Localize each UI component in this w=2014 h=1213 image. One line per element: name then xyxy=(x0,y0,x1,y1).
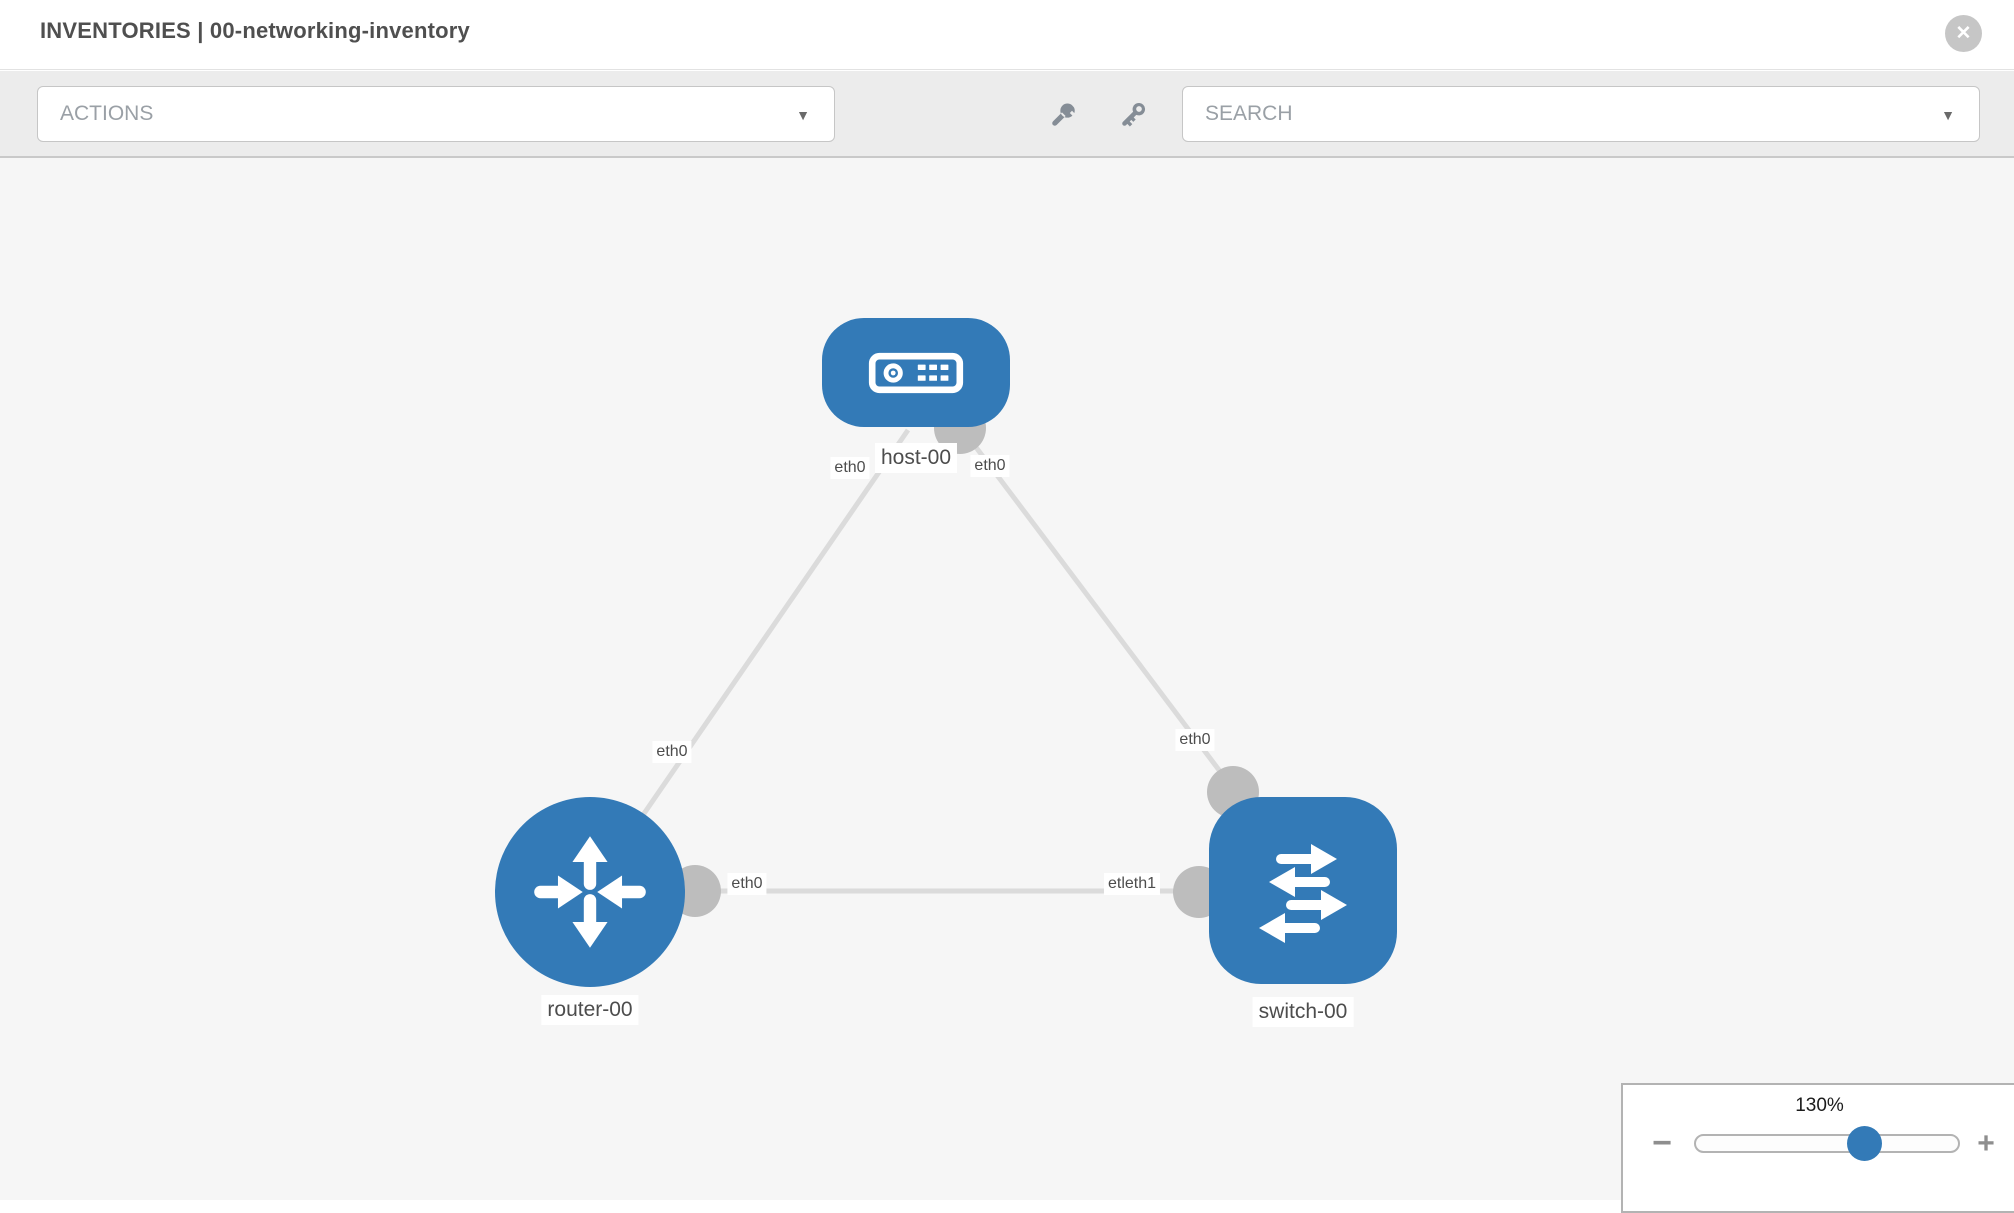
header: INVENTORIES | 00-networking-inventory ✕ xyxy=(0,0,2014,70)
search-dropdown[interactable]: SEARCH ▼ xyxy=(1182,86,1980,142)
minus-icon: − xyxy=(1652,1124,1672,1162)
credentials-button[interactable] xyxy=(1111,95,1155,135)
zoom-out-button[interactable]: − xyxy=(1645,1121,1679,1165)
topology-links-layer xyxy=(587,402,1259,918)
node-label-router: router-00 xyxy=(541,995,639,1025)
chevron-down-icon: ▼ xyxy=(796,107,810,123)
page-title: INVENTORIES | 00-networking-inventory xyxy=(40,18,470,43)
chevron-down-icon: ▼ xyxy=(1941,107,1955,123)
interface-label-router-eth0-right: eth0 xyxy=(727,873,767,895)
close-icon: ✕ xyxy=(1955,23,1972,44)
node-switch-00[interactable] xyxy=(1209,797,1397,984)
close-button[interactable]: ✕ xyxy=(1945,15,1982,52)
node-label-switch: switch-00 xyxy=(1252,997,1354,1027)
plus-icon: + xyxy=(1977,1127,1995,1160)
node-host-00[interactable] xyxy=(822,318,1010,427)
interface-label-switch-eth0-top: eth0 xyxy=(1175,729,1215,751)
zoom-percent-readout: 130% xyxy=(1795,1095,1844,1116)
interface-label-host-eth0-right: eth0 xyxy=(970,455,1010,477)
key-icon xyxy=(1111,98,1155,132)
zoom-slider-handle[interactable] xyxy=(1847,1126,1882,1161)
interface-label-switch-eth1-overlapped: etleth1 xyxy=(1103,873,1161,895)
toolbar: ACTIONS ▼ SEARCH xyxy=(0,71,2014,158)
actions-dropdown[interactable]: ACTIONS ▼ xyxy=(37,86,835,142)
node-router-00[interactable] xyxy=(495,797,685,987)
node-label-host: host-00 xyxy=(874,443,958,473)
configure-button[interactable] xyxy=(1041,95,1085,135)
interface-label-host-eth0-left: eth0 xyxy=(830,457,870,479)
zoom-control-panel: 130% − + xyxy=(1621,1083,2014,1213)
interface-label-router-eth0-top: eth0 xyxy=(652,741,692,763)
search-placeholder: SEARCH xyxy=(1205,102,1293,125)
topology-canvas[interactable]: host-00 router-00 switch-00 eth0 eth0 et… xyxy=(0,158,2014,1200)
wrench-icon xyxy=(1041,98,1085,132)
zoom-in-button[interactable]: + xyxy=(1969,1122,2003,1166)
zoom-slider-track[interactable] xyxy=(1694,1134,1960,1153)
actions-dropdown-label: ACTIONS xyxy=(60,102,154,125)
